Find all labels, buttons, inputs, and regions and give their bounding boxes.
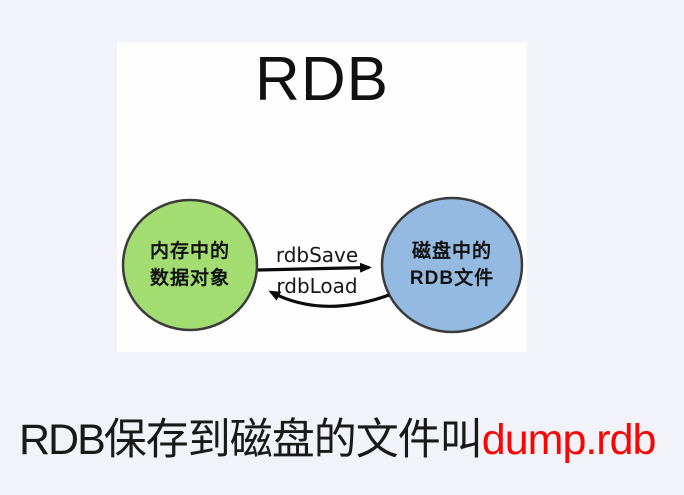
disk-node-circle	[380, 196, 524, 334]
diagram-title: RDB	[255, 45, 389, 114]
save-arrow-label: rdbSave	[275, 243, 359, 267]
load-arrow	[268, 290, 390, 308]
caption-filename: dump.rdb	[481, 416, 657, 464]
caption-prefix: RDB	[19, 416, 106, 464]
caption: RDB保存到磁盘的文件叫dump.rdb	[19, 405, 657, 467]
disk-node-label-line2: RDB文件	[409, 268, 495, 289]
memory-node-circle	[121, 198, 259, 332]
memory-node-label-line2: 数据对象	[149, 268, 231, 289]
diagram-panel: RDB 内存中的 数据对象	[117, 42, 527, 352]
disk-node-label-line1: 磁盘中的	[411, 241, 493, 262]
rdb-flow-diagram	[121, 196, 524, 334]
caption-text: 保存到磁盘的文件叫	[103, 417, 483, 464]
memory-node-label: 内存中的 数据对象	[150, 238, 230, 292]
memory-node-label-line1: 内存中的	[149, 241, 231, 262]
save-arrow	[257, 262, 372, 273]
load-arrow-label: rdbLoad	[276, 274, 358, 298]
disk-node-label: 磁盘中的 RDB文件	[410, 238, 494, 292]
